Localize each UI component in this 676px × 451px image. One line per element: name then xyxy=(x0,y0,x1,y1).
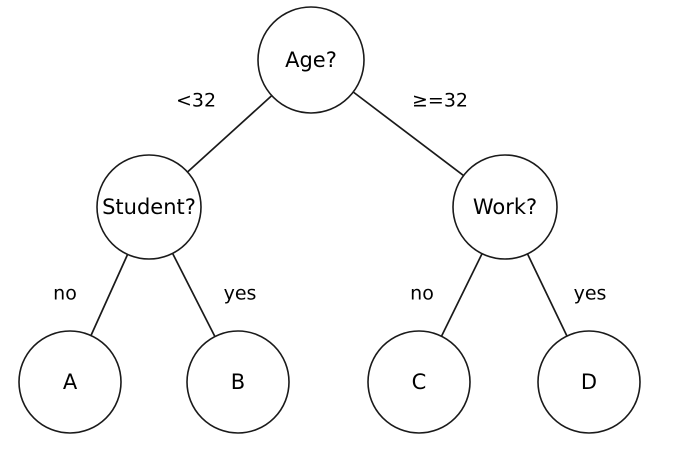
node-circle-age xyxy=(257,6,365,114)
node-age[interactable]: Age? xyxy=(257,6,365,114)
nodes-group: Age? Student? Work? A B C D xyxy=(18,6,641,434)
edge-root-to-student xyxy=(186,94,273,173)
edge-label-student-no: no xyxy=(53,283,77,305)
node-circle-leaf-a xyxy=(18,330,122,434)
node-circle-student xyxy=(96,154,202,260)
edge-student-to-a xyxy=(90,253,129,337)
edge-label-student-yes: yes xyxy=(224,283,257,305)
node-leaf-b[interactable]: B xyxy=(186,330,290,434)
node-student[interactable]: Student? xyxy=(96,154,202,260)
node-label-leaf-c: C xyxy=(412,370,427,394)
edge-student-to-b xyxy=(171,252,216,338)
node-leaf-c[interactable]: C xyxy=(367,330,471,434)
edge-labels-group: <32 ≥=32 no yes no yes xyxy=(53,90,606,305)
node-label-leaf-a: A xyxy=(63,370,78,394)
node-circle-leaf-b xyxy=(186,330,290,434)
node-leaf-a[interactable]: A xyxy=(18,330,122,434)
node-label-work: Work? xyxy=(473,195,537,219)
node-label-age: Age? xyxy=(285,48,337,72)
node-leaf-d[interactable]: D xyxy=(537,330,641,434)
edge-label-age-less-than-32: <32 xyxy=(176,90,216,112)
node-label-student: Student? xyxy=(102,195,196,219)
edge-label-age-ge-32: ≥=32 xyxy=(412,90,468,112)
edge-work-to-d xyxy=(526,253,568,337)
node-label-leaf-b: B xyxy=(231,370,245,394)
edge-label-work-no: no xyxy=(410,283,434,305)
node-work[interactable]: Work? xyxy=(452,154,558,260)
edge-root-to-work xyxy=(352,91,465,177)
node-circle-work xyxy=(452,154,558,260)
node-circle-leaf-d xyxy=(537,330,641,434)
edge-label-work-yes: yes xyxy=(574,283,607,305)
node-circle-leaf-c xyxy=(367,330,471,434)
edge-work-to-c xyxy=(440,252,483,338)
node-label-leaf-d: D xyxy=(581,370,597,394)
edges-group xyxy=(90,91,568,338)
